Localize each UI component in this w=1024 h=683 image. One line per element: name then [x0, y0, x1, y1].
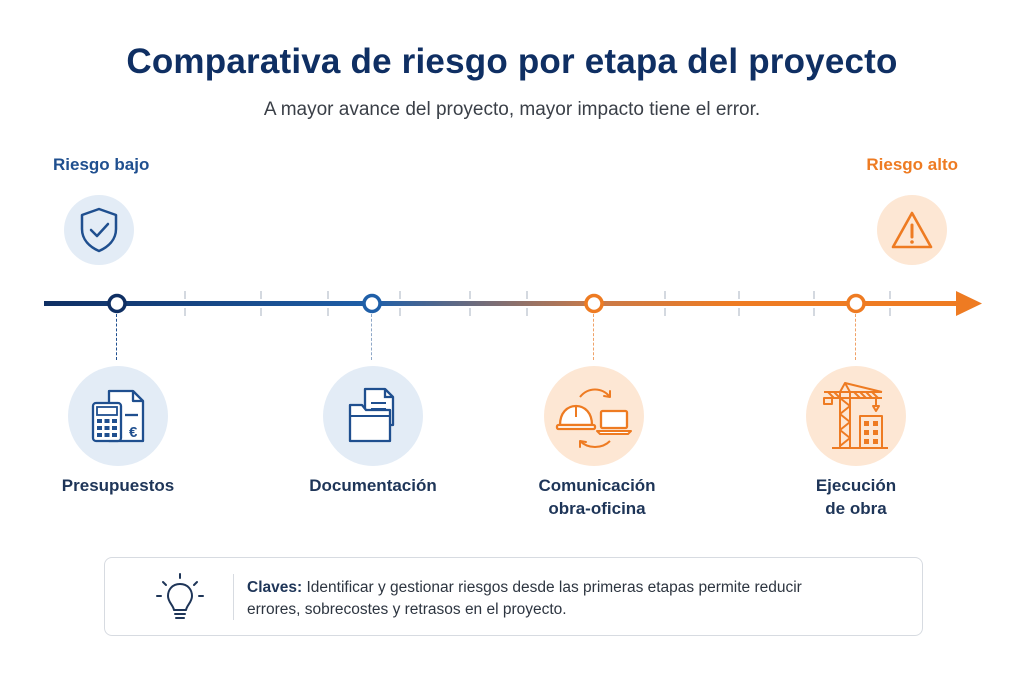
key-divider	[233, 574, 234, 620]
risk-low-label: Riesgo bajo	[53, 155, 150, 174]
stage-label-documentacion: Documentación	[309, 476, 437, 495]
stage-label-presupuestos: Presupuestos	[61, 476, 175, 495]
page-title: Comparativa de riesgo por etapa del proy…	[126, 42, 898, 81]
risk-high-label: Riesgo alto	[866, 155, 958, 174]
stage-connector-2	[371, 314, 372, 360]
warning-triangle-icon	[877, 195, 947, 265]
stage-connector-1	[116, 314, 117, 360]
stage-connector-3	[593, 314, 594, 360]
stage-label-ejecucion: Ejecución de obra	[815, 476, 897, 518]
key-body: Identificar y gestionar riesgos desde la…	[247, 579, 802, 618]
key-text: Claves: Identificar y gestionar riesgos …	[247, 577, 807, 621]
lightbulb-icon	[156, 573, 204, 619]
stage-marker-3	[584, 293, 604, 314]
stage-documentacion-icon-circle	[323, 366, 423, 466]
stage-label-comunicacion: Comunicación obra-oficina	[538, 476, 656, 518]
stage-marker-1	[107, 293, 127, 314]
svg-text:€: €	[129, 424, 138, 441]
timeline-arrowhead	[956, 291, 982, 316]
stage-ejecucion-icon-circle	[806, 366, 906, 466]
stage-marker-4	[846, 293, 866, 314]
page-subtitle: A mayor avance del proyecto, mayor impac…	[263, 99, 761, 120]
folder-document-icon	[348, 387, 395, 443]
stage-comunicacion-icon-circle	[544, 366, 644, 466]
crane-building-icon	[823, 382, 888, 449]
stage-connector-4	[855, 314, 856, 360]
shield-check-icon	[64, 195, 134, 265]
calculator-document-icon: €	[91, 389, 145, 443]
key-label: Claves:	[247, 579, 303, 596]
key-box: Claves: Identificar y gestionar riesgos …	[104, 557, 923, 636]
helmet-laptop-exchange-icon	[555, 388, 632, 448]
stage-presupuestos-icon-circle: €	[68, 366, 168, 466]
stage-marker-2	[362, 293, 382, 314]
risk-timeline	[44, 291, 982, 316]
